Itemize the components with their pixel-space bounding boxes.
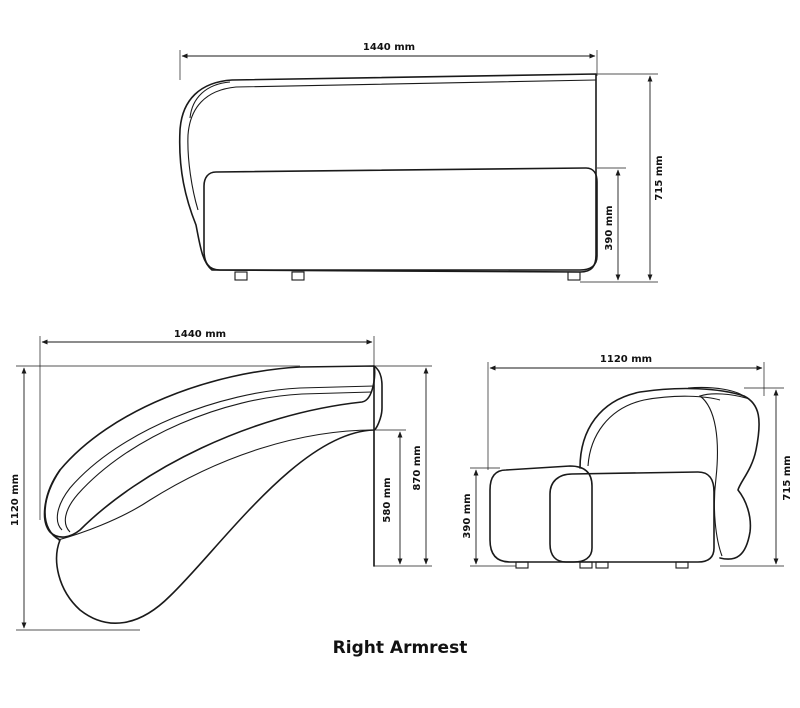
side-seat-back-cushion xyxy=(489,465,593,563)
side-foot-2 xyxy=(579,561,593,569)
front-elevation-view: 1440 mm 715 mm 390 mm xyxy=(178,42,665,283)
front-foot-3 xyxy=(567,271,581,281)
plan-seat-depth-label: 580 mm xyxy=(382,477,393,522)
plan-width-label: 1440 mm xyxy=(174,329,226,340)
plan-armrest xyxy=(373,365,383,567)
plan-backrest-curve xyxy=(43,365,376,538)
front-backrest-rim-2 xyxy=(189,81,231,119)
plan-backrest-band-2 xyxy=(64,391,373,533)
front-foot-1 xyxy=(234,271,248,281)
front-seat-cushion xyxy=(203,167,598,271)
side-seat-height-label: 390 mm xyxy=(462,493,473,538)
front-sofa-outline xyxy=(178,73,597,273)
front-width-label: 1440 mm xyxy=(363,42,415,53)
side-foot-3 xyxy=(595,561,609,569)
side-total-height-label: 715 mm xyxy=(782,455,793,500)
front-seat-height-label: 390 mm xyxy=(604,205,615,250)
drawing-caption: Right Armrest xyxy=(332,638,468,658)
front-foot-2 xyxy=(291,271,305,281)
side-foot-4 xyxy=(675,561,689,569)
front-total-height-label: 715 mm xyxy=(654,155,665,200)
plan-depth-label: 1120 mm xyxy=(10,474,21,526)
side-foot-1 xyxy=(515,561,529,569)
side-seat-front-cushion xyxy=(549,471,715,563)
plan-backrest-band xyxy=(56,385,375,531)
side-elevation-view: 1120 mm 715 mm 390 mm xyxy=(462,354,793,569)
plan-view: 1440 mm 1120 mm 870 mm 580 mm xyxy=(10,329,432,631)
front-backrest-rim xyxy=(187,79,597,211)
plan-sofa-outline xyxy=(44,365,375,624)
plan-inner-depth-label: 870 mm xyxy=(412,445,423,490)
side-width-label: 1120 mm xyxy=(600,354,652,365)
side-backrest xyxy=(579,387,760,560)
plan-seat-front-edge xyxy=(57,429,375,541)
